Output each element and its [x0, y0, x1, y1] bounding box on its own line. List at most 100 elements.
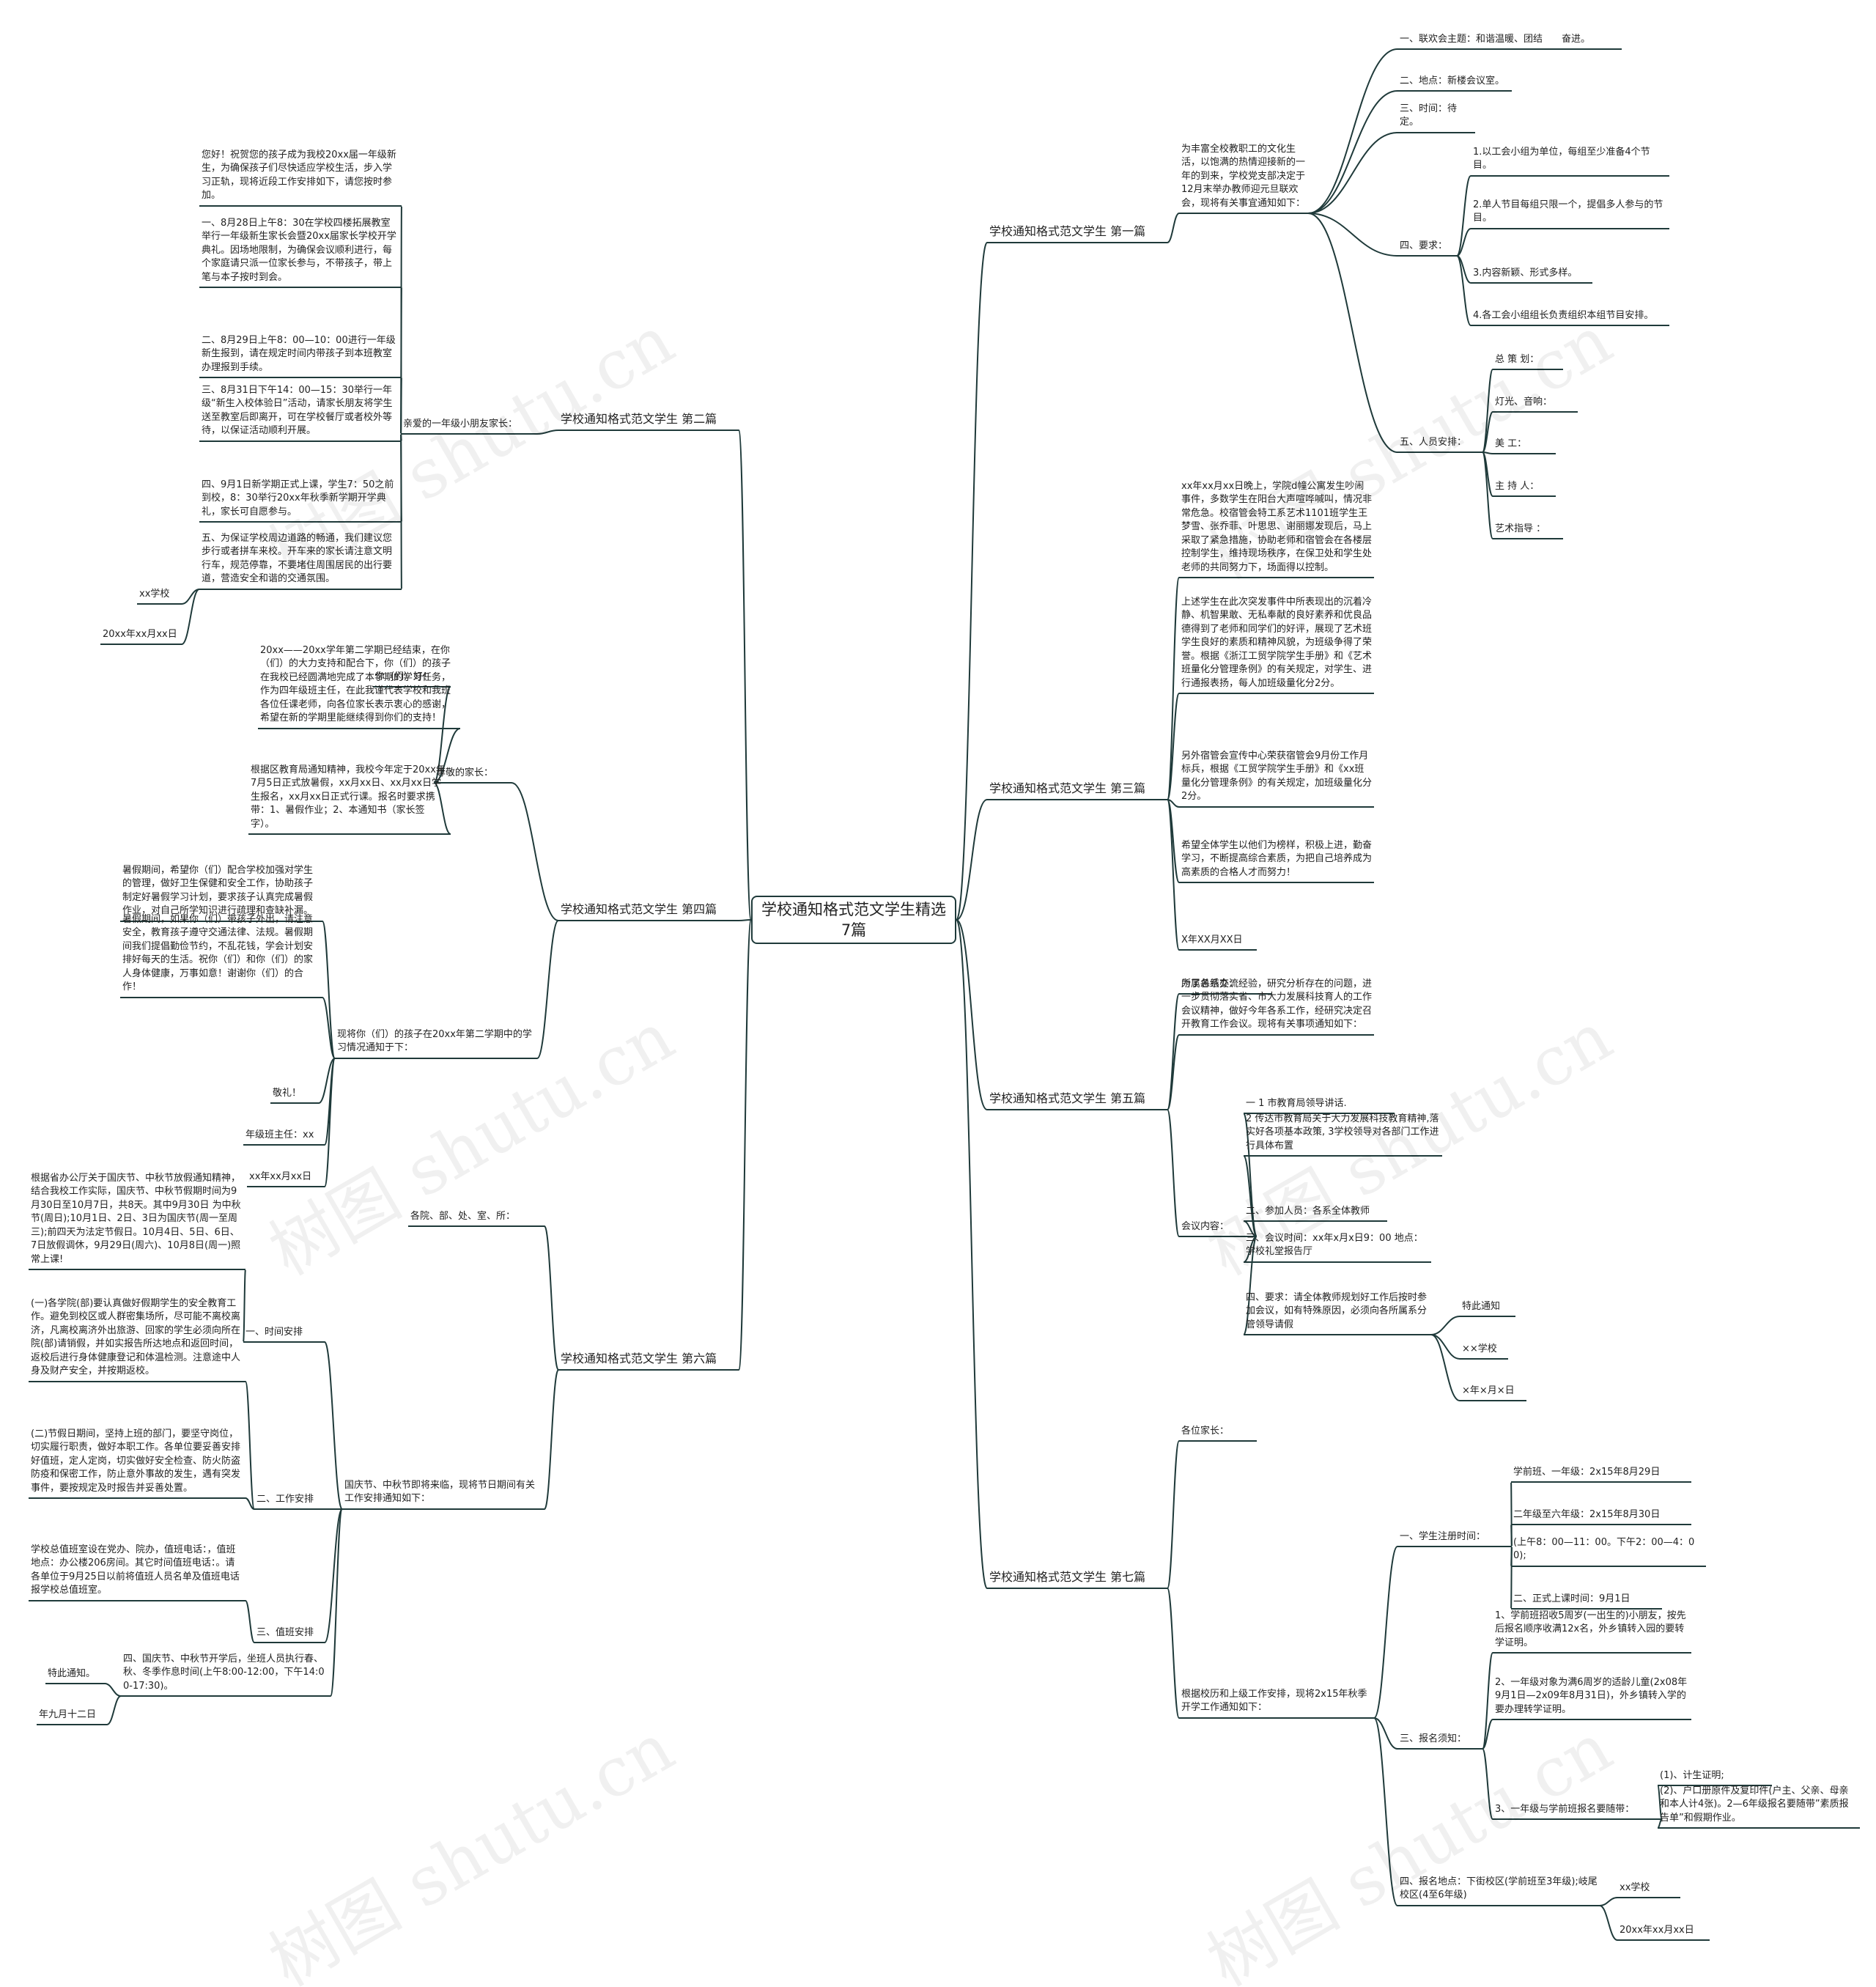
topic-node[interactable]: 特此通知。: [48, 1668, 96, 1679]
topic-node[interactable]: 一、时间安排: [245, 1327, 303, 1338]
topic-node[interactable]: 年级班主任：xx: [245, 1129, 314, 1140]
topic-node[interactable]: 希望全体学生以他们为榜样，积极上进，勤奋学习，不断提高综合素质，为把自己培养成为…: [1181, 840, 1373, 878]
connector: [433, 782, 451, 835]
connector: [322, 997, 336, 1059]
root-topic[interactable]: 学校通知格式范文学生精选7篇: [751, 896, 956, 944]
topic-node[interactable]: 三、报名须知：: [1400, 1733, 1467, 1744]
topic-node[interactable]: 四、国庆节、中秋节开学后，坐班人员执行春、秋、冬季作息时间(上午8:00-12:…: [123, 1654, 325, 1692]
topic-node[interactable]: 3.内容新颖、形式多样。: [1473, 268, 1578, 279]
topic-node[interactable]: xx学校: [139, 589, 170, 600]
branch-topic[interactable]: 学校通知格式范文学生 第二篇: [561, 412, 717, 426]
topic-node[interactable]: 2 传达市教育局关于大力发展科技教育精神,落实好各项基本政策, 3学校领导对各部…: [1246, 1113, 1439, 1151]
topic-node[interactable]: 您好！祝贺您的孩子成为我校20xx届一年级新生，为确保孩子们尽快适应学校生活，步…: [202, 150, 396, 202]
topic-node[interactable]: 四、要求：: [1400, 240, 1448, 251]
topic-node[interactable]: 现将你（们）的孩子在20xx年第二学期中的学习情况通知于下：: [337, 1029, 532, 1054]
topic-node[interactable]: 暑假期间，如果你（们）带孩子外出，请注意安全，教育孩子遵守交通法律、法规。暑假期…: [122, 914, 314, 993]
topic-node[interactable]: 二、参加人员：各系全体教师: [1246, 1206, 1370, 1217]
branch-topic[interactable]: 学校通知格式范文学生 第六篇: [561, 1352, 717, 1365]
topic-node[interactable]: 灯光、音响：: [1495, 397, 1553, 408]
topic-node[interactable]: xx年xx月xx日晚上，学院d幢公寓发生吵闹事件，多数学生在阳台大声喧哗喊叫，情…: [1181, 481, 1373, 573]
topic-node[interactable]: 四、9月1日新学期正式上课，学生7：50之前到校，8：30举行20xx年秋季新学…: [202, 479, 394, 517]
topic-node[interactable]: 根据省办公厅关于国庆节、中秋节放假通知精神，结合我校工作实际，国庆节、中秋节假期…: [31, 1173, 241, 1265]
topic-node[interactable]: 另外宿管会宣传中心荣获宿管会9月份工作月标兵，根据《工贸学院学生手册》和《xx班…: [1181, 751, 1373, 803]
connector: [544, 1369, 559, 1510]
topic-node[interactable]: 3、一年级与学前班报名要随带：: [1495, 1804, 1635, 1815]
topic-node[interactable]: 二、正式上课时间：9月1日: [1513, 1593, 1631, 1604]
topic-node[interactable]: 总 策 划：: [1495, 354, 1540, 365]
topic-node[interactable]: 暑假期间，希望你（们）配合学校加强对学生的管理，做好卫生保健和安全工作，协助孩子…: [122, 865, 314, 917]
topic-node[interactable]: 二、8月29日上午8：00—10：00进行一年级新生报到，请在规定时间内带孩子到…: [202, 335, 396, 373]
topic-node[interactable]: 为丰富全校教职工的文化生活，以饱满的热情迎接新的一年的到来，学校党支部决定于12…: [1181, 144, 1306, 209]
topic-node[interactable]: 亲爱的一年级小朋友家长：: [403, 419, 518, 430]
connector: [181, 589, 200, 645]
topic-node[interactable]: 艺术指导 ：: [1495, 523, 1546, 534]
topic-node[interactable]: 2.单人节目每组只限一个，提倡多人参与的节目。: [1473, 199, 1663, 224]
topic-node[interactable]: 一、8月28日上午8：30在学校四楼拓展教室举行一年级新生家长会暨20xx届家长…: [202, 218, 396, 283]
topic-node[interactable]: 国庆节、中秋节即将来临，现将节日期间有关工作安排通知如下：: [344, 1480, 536, 1505]
topic-node[interactable]: xx学校: [1620, 1882, 1650, 1893]
topic-node[interactable]: xx年xx月xx日: [249, 1171, 312, 1182]
topic-node[interactable]: 一、联欢会主题：和谐温暖、团结 奋进。: [1400, 34, 1591, 45]
topic-node[interactable]: 学前班、一年级：2x15年8月29日: [1513, 1467, 1661, 1478]
topic-node[interactable]: (二)节假日期间，坚持上班的部门，要坚守岗位，切实履行职责，做好本职工作。各单位…: [31, 1428, 241, 1494]
topic-node[interactable]: 五、为保证学校周边道路的畅通，我们建议您步行或者拼车来校。开车来的家长请注意文明…: [202, 533, 393, 585]
topic-node[interactable]: 20xx年xx月xx日: [1620, 1925, 1694, 1936]
topic-node[interactable]: 一、学生注册时间：: [1400, 1531, 1486, 1542]
topic-node[interactable]: 三、会议时间：xx年x月x日9：00 地点：学校礼堂报告厅: [1246, 1233, 1423, 1258]
branch-topic[interactable]: 学校通知格式范文学生 第三篇: [989, 781, 1146, 795]
topic-node[interactable]: 会议内容：: [1181, 1221, 1230, 1232]
topic-node[interactable]: 20xx——20xx学年第二学期已经结束，在你（们）的大力支持和配合下，你（们）…: [260, 645, 451, 724]
topic-node[interactable]: 美 工：: [1495, 438, 1527, 449]
topic-node[interactable]: 五、人员安排：: [1400, 437, 1467, 448]
branch-topic[interactable]: 学校通知格式范文学生 第七篇: [989, 1570, 1146, 1584]
branch-topic[interactable]: 学校通知格式范文学生 第四篇: [561, 902, 717, 916]
topic-node[interactable]: 你（们）好！: [375, 671, 433, 682]
topic-node[interactable]: 所属各系办：: [1181, 978, 1239, 989]
topic-node[interactable]: 根据区教育局通知精神，我校今年定于20xx年7月5日正式放暑假，xx月xx日、x…: [251, 764, 446, 830]
connector: [1373, 1546, 1398, 1719]
topic-node[interactable]: (1)、计生证明;: [1660, 1770, 1724, 1781]
topic-node[interactable]: (一)各学院(部)要认真做好假期学生的安全教育工作。避免到校区或人群密集场所，尽…: [31, 1298, 241, 1377]
topic-node[interactable]: 四、报名地点：下街校区(学前班至3年级);岐尾校区(4至6年级): [1400, 1876, 1598, 1901]
topic-node[interactable]: 四、要求：请全体教师规划好工作后按时参加会议，如有特殊原因，必须向各所属系分管领…: [1246, 1292, 1428, 1330]
topic-node[interactable]: ××学校: [1462, 1343, 1497, 1354]
connector: [1599, 1897, 1618, 1906]
topic-node[interactable]: 各位家长：: [1181, 1426, 1230, 1437]
topic-node[interactable]: X年XX月XX日: [1181, 934, 1243, 945]
connector: [324, 1058, 336, 1187]
topic-node[interactable]: 尊敬的家长：: [436, 767, 494, 778]
topic-node[interactable]: 1.以工会小组为单位，每组至少准备4个节目。: [1473, 147, 1650, 172]
topic-node[interactable]: ×年×月×日: [1462, 1385, 1515, 1396]
branch-topic[interactable]: 学校通知格式范文学生 第一篇: [989, 224, 1146, 238]
topic-node[interactable]: 为了总结交流经验，研究分析存在的问题，进一步贯彻落实省、市大力发展科技育人的工作…: [1181, 978, 1373, 1031]
connector: [433, 728, 461, 784]
topic-node[interactable]: (2)、户口册原件及复印件(户主、父亲、母亲和本人计4张)。2—6年级报名要随带…: [1660, 1785, 1849, 1824]
topic-node[interactable]: (上午8：00—11：00。下午2：00—4：00);: [1513, 1537, 1695, 1562]
topic-node[interactable]: 一 1 市教育局领导讲话.: [1246, 1098, 1347, 1109]
topic-node[interactable]: 根据校历和上级工作安排，现将2x15年秋季开学工作通知如下：: [1181, 1689, 1367, 1714]
topic-node[interactable]: 特此通知: [1462, 1301, 1501, 1312]
topic-node[interactable]: 2、一年级对象为满6周岁的适龄儿童(2x08年9月1日—2x09年8月31日)，…: [1495, 1677, 1688, 1715]
topic-node[interactable]: 三、8月31日下午14：00—15：30举行一年级“新生入校体验日”活动，请家长…: [202, 385, 393, 437]
topic-node[interactable]: 1、学前班招收5周岁(一出生的)小朋友，按先后报名顺序收满12x名，外乡镇转入园…: [1495, 1610, 1686, 1648]
topic-node[interactable]: 主 持 人：: [1495, 481, 1540, 492]
topic-node[interactable]: 上述学生在此次突发事件中所表现出的沉着冷静、机智果敢、无私奉献的良好素养和优良品…: [1181, 597, 1373, 689]
topic-node[interactable]: 年九月十二日: [39, 1709, 97, 1720]
topic-node[interactable]: 20xx年xx月xx日: [103, 629, 177, 640]
topic-node[interactable]: 三、值班安排: [256, 1627, 314, 1638]
connector: [1307, 213, 1398, 257]
topic-node[interactable]: 二、地点：新楼会议室。: [1400, 75, 1505, 86]
topic-node[interactable]: 三、时间：待定。: [1400, 103, 1458, 128]
topic-node[interactable]: 各院、部、处、室、所：: [410, 1211, 516, 1222]
connector: [1657, 1818, 1663, 1829]
topic-node[interactable]: 敬礼！: [273, 1088, 302, 1099]
topic-node[interactable]: 二、工作安排: [256, 1494, 314, 1505]
connector: [1243, 1236, 1258, 1335]
connector: [1456, 228, 1471, 257]
connector: [1167, 577, 1180, 800]
connector: [1657, 1785, 1663, 1820]
topic-node[interactable]: 4.各工会小组组长负责组织本组节目安排。: [1473, 310, 1654, 321]
branch-topic[interactable]: 学校通知格式范文学生 第五篇: [989, 1091, 1146, 1105]
topic-node[interactable]: 二年级至六年级：2x15年8月30日: [1513, 1509, 1661, 1520]
topic-node[interactable]: 学校总值班室设在党办、院办，值班电话：，值班地点：办公楼206房间。其它时间值班…: [31, 1544, 240, 1596]
